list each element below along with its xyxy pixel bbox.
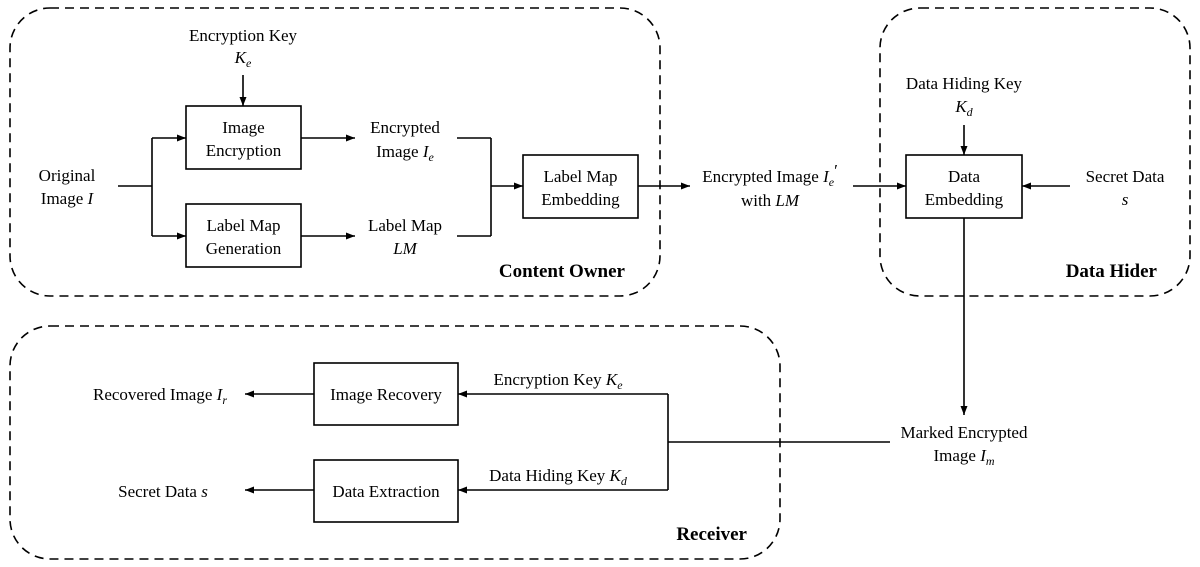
svg-text:Secret Data s: Secret Data s	[118, 482, 208, 501]
svg-text:Image Ie: Image Ie	[376, 142, 434, 164]
svg-text:Encryption Key: Encryption Key	[189, 26, 298, 45]
svg-text:Generation: Generation	[206, 239, 282, 258]
content-owner-region	[9, 7, 661, 297]
encryption-key-label: Encryption Key Ke	[189, 26, 298, 70]
svg-text:LM: LM	[392, 239, 417, 258]
data-hider-title: Data Hider	[1066, 261, 1158, 282]
content-owner-title: Content Owner	[499, 261, 626, 282]
image-recovery-box: Image Recovery	[313, 362, 459, 426]
label-map-generation-box: Label Map Generation	[185, 203, 302, 268]
svg-text:s: s	[1122, 190, 1129, 209]
svg-text:Label Map: Label Map	[206, 216, 280, 235]
svg-text:Original: Original	[39, 166, 96, 185]
data-embedding-box: Data Embedding	[905, 154, 1023, 219]
svg-text:Data: Data	[948, 167, 981, 186]
svg-text:Marked Encrypted: Marked Encrypted	[901, 423, 1028, 442]
receiver-title: Receiver	[676, 524, 747, 545]
svg-text:Secret Data: Secret Data	[1086, 167, 1165, 186]
svg-text:Kd: Kd	[954, 97, 973, 119]
svg-text:Embedding: Embedding	[925, 190, 1004, 209]
svg-text:Image: Image	[222, 118, 264, 137]
data-hider-region	[879, 7, 1191, 297]
svg-text:Embedding: Embedding	[541, 190, 620, 209]
svg-text:Ke: Ke	[234, 48, 252, 70]
marked-encrypted-image-label: Marked Encrypted Image Im	[901, 423, 1028, 468]
svg-text:Encrypted Image Ie′: Encrypted Image Ie′	[702, 161, 838, 189]
data-hiding-key-label: Data Hiding Key Kd	[906, 74, 1023, 119]
label-map-embedding-box: Label Map Embedding	[522, 154, 639, 219]
svg-text:Image I: Image I	[41, 189, 95, 208]
svg-text:Image Im: Image Im	[933, 446, 994, 468]
svg-text:Data Extraction: Data Extraction	[332, 482, 440, 501]
secret-data-label: Secret Data s	[1086, 167, 1165, 209]
label-map-label: Label Map LM	[368, 216, 442, 258]
svg-text:Data Hiding Key Kd: Data Hiding Key Kd	[489, 466, 628, 488]
secret-data-output-label: Secret Data s	[118, 482, 208, 501]
recovered-image-label: Recovered Image Ir	[93, 385, 227, 407]
svg-text:Encryption: Encryption	[206, 141, 282, 160]
original-image-label: Original Image I	[39, 166, 96, 208]
svg-text:Encryption Key Ke: Encryption Key Ke	[493, 370, 623, 392]
svg-text:Data Hiding Key: Data Hiding Key	[906, 74, 1023, 93]
svg-text:Label Map: Label Map	[543, 167, 617, 186]
encrypted-image-label: Encrypted Image Ie	[370, 118, 440, 164]
svg-text:with LM: with LM	[741, 191, 800, 210]
recv-data-hiding-key-label: Data Hiding Key Kd	[489, 466, 628, 488]
svg-text:Recovered Image Ir: Recovered Image Ir	[93, 385, 227, 407]
receiver-region	[9, 325, 781, 560]
data-extraction-box: Data Extraction	[313, 459, 459, 523]
recv-encryption-key-label: Encryption Key Ke	[493, 370, 623, 392]
svg-text:Image Recovery: Image Recovery	[330, 385, 442, 404]
image-encryption-box: Image Encryption	[185, 105, 302, 170]
svg-text:Label Map: Label Map	[368, 216, 442, 235]
svg-text:Encrypted: Encrypted	[370, 118, 440, 137]
encrypted-image-with-lm-label: Encrypted Image Ie′ with LM	[702, 161, 838, 210]
